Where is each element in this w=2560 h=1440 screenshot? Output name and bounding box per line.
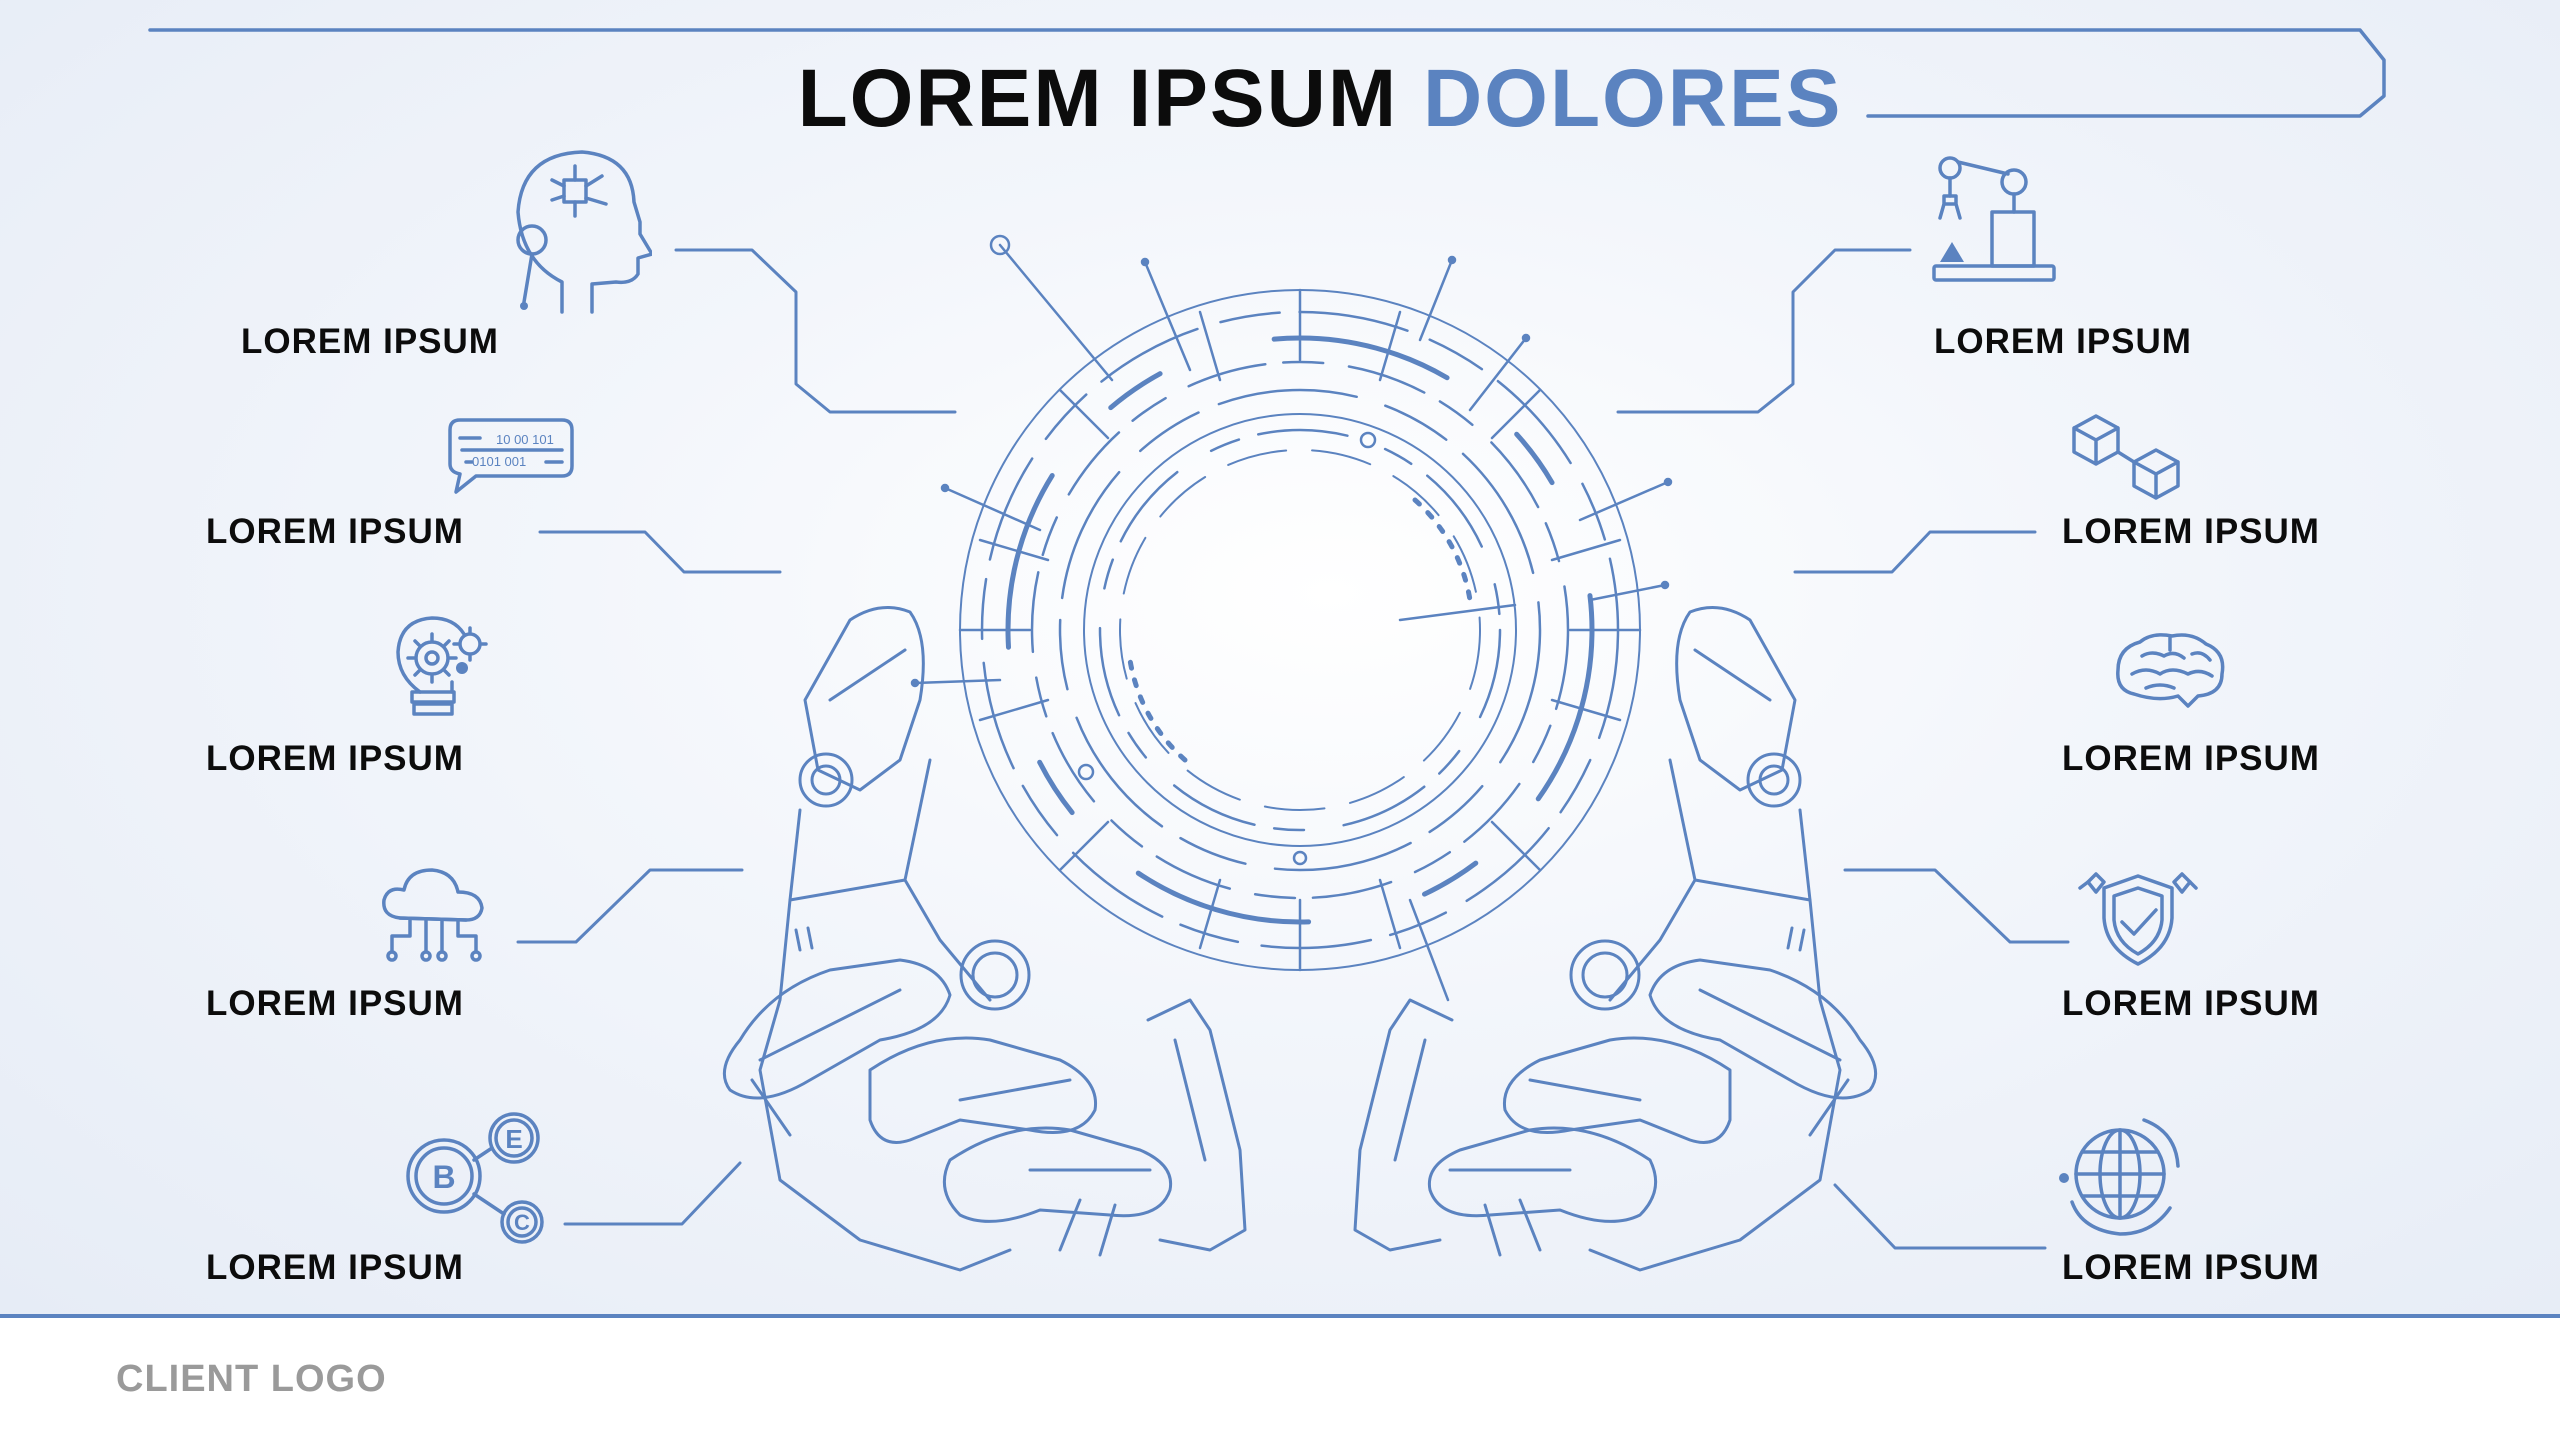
footer-band (0, 1318, 2560, 1440)
robot-hand-right (1353, 606, 1878, 1272)
molecule-c: C (514, 1210, 530, 1235)
molecule-b: B (432, 1159, 455, 1195)
lightbulb-gears-icon (396, 616, 488, 716)
cubes-icon (2072, 414, 2180, 500)
label-left-2: LOREM IPSUM (206, 512, 464, 551)
molecule-e: E (505, 1124, 522, 1154)
connector-left-2 (538, 530, 782, 574)
label-left-4: LOREM IPSUM (206, 984, 464, 1023)
title-frame (148, 28, 2386, 118)
title-part-blue: DOLORES (1422, 53, 1843, 144)
title-part-black: LOREM IPSUM (797, 53, 1399, 144)
robot-hand-left (722, 606, 1247, 1272)
ai-head-icon (516, 150, 652, 314)
label-right-2: LOREM IPSUM (2062, 512, 2320, 551)
page-title: LOREM IPSUM DOLORES (0, 52, 2560, 146)
shield-check-icon (2078, 872, 2198, 966)
footer-divider (0, 1314, 2560, 1318)
binary-chat-icon: 10 00 101 0101 001 (448, 418, 574, 494)
client-logo: CLIENT LOGO (116, 1358, 387, 1400)
central-diagram-art (148, 28, 2386, 1272)
globe-icon (2059, 1118, 2180, 1236)
label-left-3: LOREM IPSUM (206, 739, 464, 778)
connector-left-3 (516, 868, 744, 944)
label-right-3: LOREM IPSUM (2062, 739, 2320, 778)
connector-right-4 (1833, 1183, 2047, 1250)
label-left-5: LOREM IPSUM (206, 1248, 464, 1287)
connector-right-1 (1616, 248, 1912, 414)
binary-line-1: 10 00 101 (496, 432, 554, 447)
label-right-4: LOREM IPSUM (2062, 984, 2320, 1023)
connector-right-2 (1793, 530, 2037, 574)
connector-left-1 (674, 248, 957, 414)
connector-left-4 (563, 1161, 742, 1226)
binary-line-2: 0101 001 (472, 454, 526, 469)
robot-arm-icon (1932, 156, 2056, 282)
cloud-network-icon (382, 868, 484, 962)
circuit-ring (910, 234, 1673, 1002)
label-right-1: LOREM IPSUM (1934, 322, 2192, 361)
bec-molecule-icon: B E C (406, 1112, 544, 1244)
brain-icon (2116, 633, 2225, 708)
connector-right-3 (1843, 868, 2070, 944)
label-right-5: LOREM IPSUM (2062, 1248, 2320, 1287)
label-left-1: LOREM IPSUM (241, 322, 499, 361)
